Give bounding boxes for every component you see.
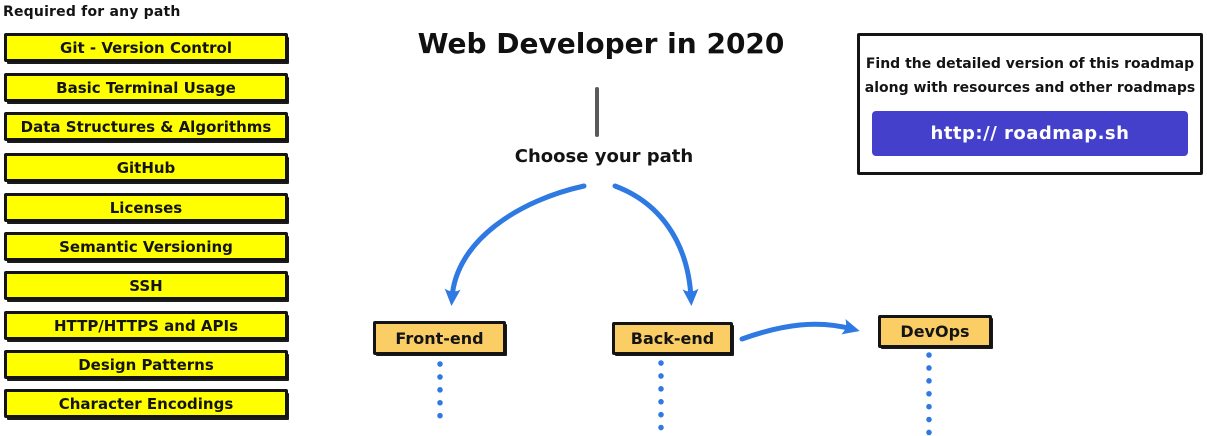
info-line-1: Find the detailed version of this roadma…: [865, 56, 1195, 72]
arrow-choose-to-backend: [612, 183, 699, 306]
required-path-heading: Required for any path: [3, 4, 181, 20]
topic-node-data-structures[interactable]: Data Structures & Algorithms: [4, 112, 288, 141]
info-line-2: along with resources and other roadmaps: [864, 80, 1196, 96]
path-node-devops[interactable]: DevOps: [878, 315, 992, 348]
arrow-backend-to-devops: [739, 318, 860, 342]
topic-node-github[interactable]: GitHub: [4, 153, 288, 182]
page-title: Web Developer in 2020: [417, 27, 785, 60]
path-node-backend[interactable]: Back-end: [612, 322, 733, 355]
info-panel: Find the detailed version of this roadma…: [857, 33, 1203, 175]
topic-node-ssh[interactable]: SSH: [4, 271, 288, 300]
path-node-frontend[interactable]: Front-end: [373, 321, 506, 355]
topic-node-character-encodings[interactable]: Character Encodings: [4, 389, 288, 418]
topic-node-terminal[interactable]: Basic Terminal Usage: [4, 73, 288, 102]
topic-node-design-patterns[interactable]: Design Patterns: [4, 350, 288, 379]
choose-path-label: Choose your path: [514, 146, 694, 167]
topic-node-semver[interactable]: Semantic Versioning: [4, 232, 288, 261]
roadmap-url-button[interactable]: http:// roadmap.sh: [872, 111, 1188, 156]
title-connector-line: [595, 87, 599, 137]
topic-node-licenses[interactable]: Licenses: [4, 193, 288, 222]
arrow-choose-to-frontend: [444, 183, 587, 306]
topic-node-git[interactable]: Git - Version Control: [4, 33, 288, 62]
topic-node-http-apis[interactable]: HTTP/HTTPS and APIs: [4, 311, 288, 340]
